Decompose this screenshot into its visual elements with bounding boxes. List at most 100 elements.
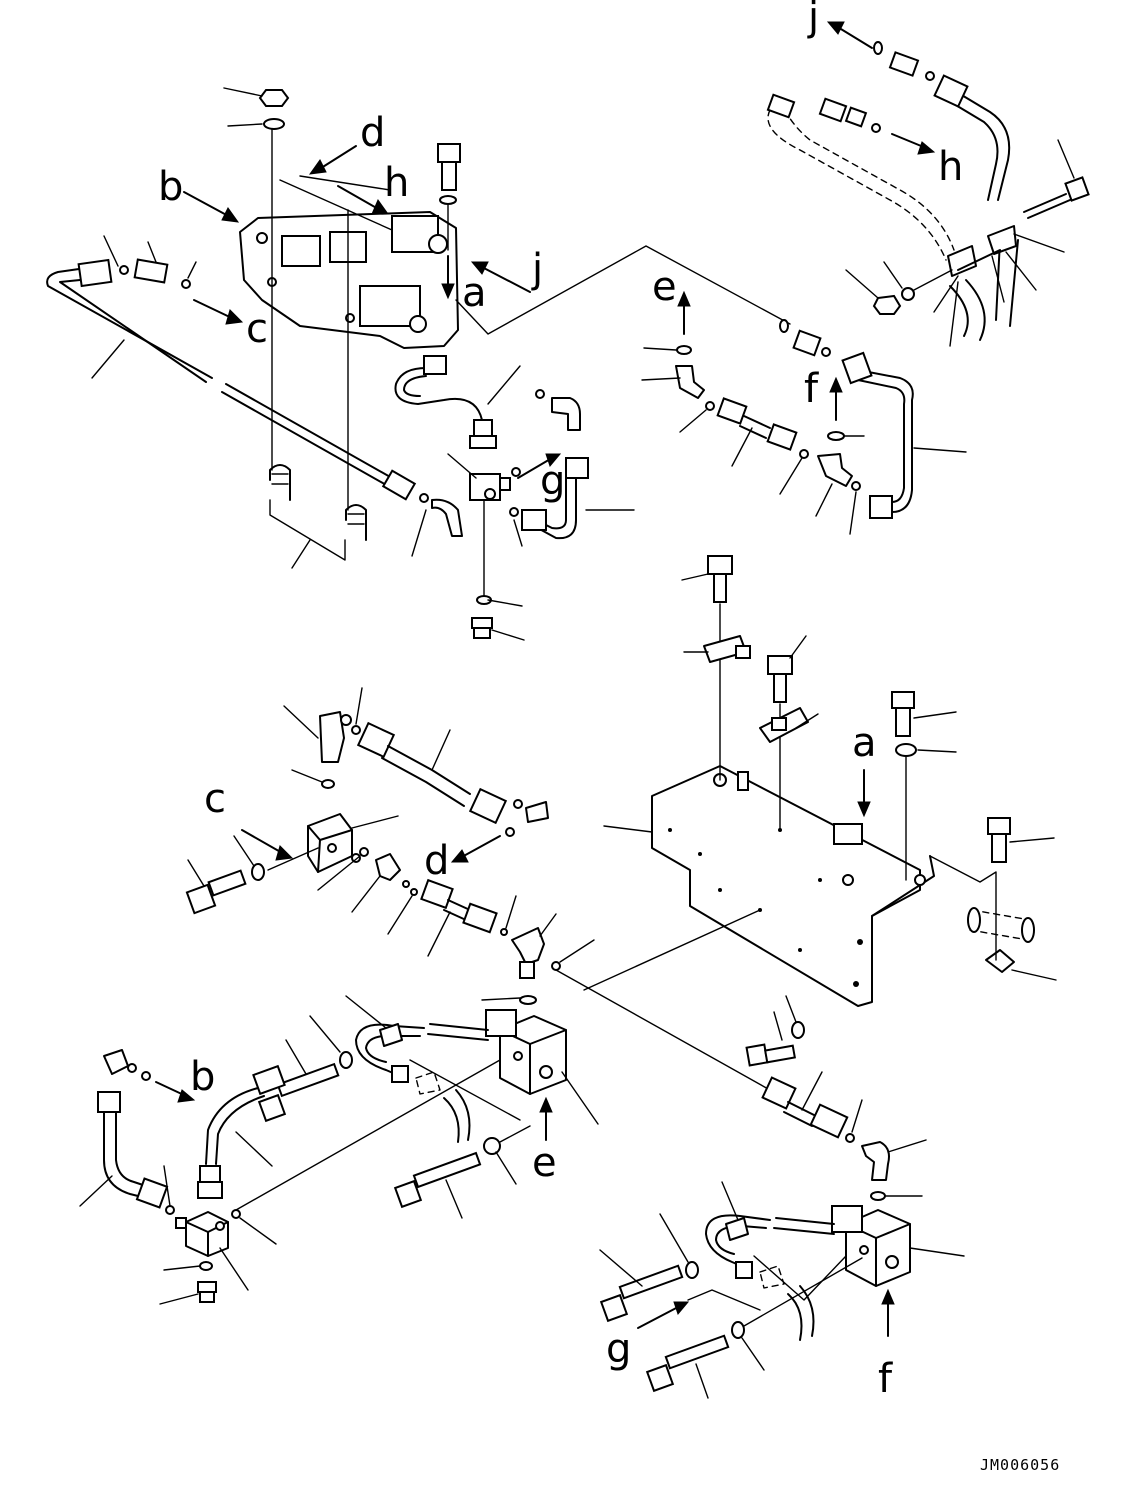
hose-clamp-right	[967, 907, 1035, 973]
leader-oring	[187, 261, 197, 279]
leader-hose-clamp	[1011, 969, 1057, 981]
bolt-icon-top	[437, 143, 461, 205]
harness-f	[705, 1214, 835, 1341]
arrow-c-mid	[241, 829, 294, 861]
elbow-fitting-f	[817, 453, 853, 487]
elbow-fitting-f-lower	[861, 1141, 890, 1181]
leader-solenoid-e	[561, 1071, 599, 1125]
harness-route-e	[409, 1059, 521, 1121]
leader-clamp-washer	[883, 261, 903, 289]
o-ring-icon	[500, 928, 508, 936]
arrow-d-mid	[450, 835, 501, 863]
arrow-h-top	[337, 185, 389, 215]
leader-long-tube	[91, 339, 125, 379]
leader-oring-c3	[317, 855, 361, 891]
leader-u-hose-f	[913, 447, 967, 453]
label-c-top: c	[246, 306, 268, 352]
elbow-fitting-mid	[535, 389, 581, 431]
arrow-a-top	[441, 255, 455, 300]
nut-icon	[872, 294, 902, 315]
leader-nut	[223, 87, 263, 97]
leader-harness-f	[721, 1181, 739, 1221]
leader-tee-d	[539, 913, 557, 937]
leader-harness-e	[345, 995, 387, 1029]
elbow-fitting-c	[319, 711, 352, 763]
washer-icon	[339, 1051, 353, 1069]
leader-solenoid-f	[909, 1247, 965, 1257]
leader-hose-d	[427, 911, 451, 957]
bolt-icon	[645, 1334, 730, 1393]
o-ring-icon	[511, 467, 521, 477]
leader-sensor-b	[235, 1131, 273, 1167]
leader-hose-b	[79, 1175, 113, 1207]
label-j-top: j	[531, 246, 543, 292]
arrow-e-bottom	[539, 1096, 553, 1141]
route-line-plate	[583, 909, 761, 991]
o-ring-icon	[351, 725, 361, 735]
route-line-g-bottom	[687, 1289, 761, 1311]
leader-bolt-2	[789, 635, 807, 659]
leader-oring-d3	[559, 939, 595, 963]
bolt-icon	[599, 1264, 684, 1323]
leader-oring-d	[387, 895, 413, 935]
pressure-sensor-b	[197, 1064, 286, 1199]
route-line-b	[235, 1059, 501, 1211]
label-e-bottom: e	[532, 1140, 557, 1186]
washer-icon	[901, 287, 915, 301]
o-ring-icon	[827, 431, 845, 441]
o-ring-icon	[676, 345, 692, 355]
leader-clamp-e	[949, 281, 959, 347]
o-ring-icon	[705, 401, 715, 411]
leader-elbow-c	[283, 705, 319, 739]
leader-clamp-bolt	[1057, 139, 1075, 179]
leader-fitting-left	[103, 235, 119, 267]
bolt-icon	[987, 817, 1011, 863]
pressure-sensor-harness	[394, 355, 497, 449]
solenoid-valve-f	[831, 1205, 911, 1287]
leader-washer-3	[917, 749, 957, 753]
arrow-d-top	[308, 145, 357, 175]
bolt-icon	[891, 691, 915, 737]
leader-washer-f2	[741, 1337, 765, 1371]
leader-elbow	[147, 241, 157, 263]
label-d-mid: d	[424, 838, 449, 884]
u-bolt-leader	[269, 499, 346, 561]
washer-icon	[791, 1021, 805, 1039]
u-bolt-left	[269, 464, 291, 501]
elbow-fitting-icon	[119, 258, 169, 284]
tee-fitting-d	[511, 927, 545, 979]
o-ring-icon	[199, 1261, 213, 1271]
arrow-h-right	[891, 133, 936, 155]
leader-washer-mid	[309, 1015, 341, 1053]
clamp-centerline	[913, 269, 953, 291]
o-ring-icon	[851, 481, 861, 491]
bolt-icon	[745, 1043, 796, 1067]
bolt-icon	[393, 1151, 482, 1209]
leader-bolt-3	[913, 711, 957, 719]
bent-hose-g	[509, 457, 589, 540]
label-f-bottom: f	[878, 1356, 893, 1402]
leader-oring-e	[643, 347, 677, 351]
u-hose-f	[841, 351, 914, 519]
leader-elbow-f-lower	[887, 1139, 927, 1153]
arrow-f-bottom	[881, 1288, 895, 1337]
bolt-icon	[185, 869, 247, 915]
leader-bolt-f1	[599, 1249, 643, 1287]
bolt-icon	[767, 655, 793, 703]
mounting-bracket-plate	[651, 765, 935, 1007]
leader-washer-f1	[659, 1213, 689, 1263]
washer-icon	[685, 1261, 699, 1279]
label-d-top: d	[360, 110, 385, 156]
leader-bolt-f2	[695, 1363, 709, 1399]
o-ring-icon	[519, 995, 537, 1005]
label-h-right: h	[938, 144, 963, 190]
tee-block	[469, 473, 511, 501]
arrow-j-right	[826, 21, 873, 49]
o-ring-icon	[165, 1205, 175, 1215]
leader-tee-block-b	[219, 1247, 249, 1291]
clamp-bracket	[947, 225, 1017, 277]
leader-ubolt	[291, 539, 311, 569]
leader-hose-f-lower	[801, 1071, 823, 1111]
fitting-d	[375, 853, 410, 888]
label-f-top: f	[804, 366, 819, 412]
